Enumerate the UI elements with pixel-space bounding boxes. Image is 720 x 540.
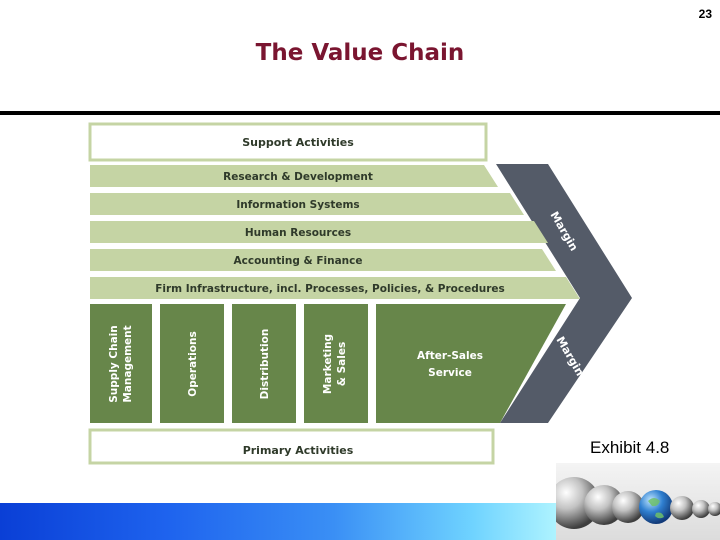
- support-band-information-systems: [90, 193, 524, 215]
- support-band-human-resources: [90, 221, 548, 243]
- primary-block-distribution: [232, 304, 296, 423]
- primary-label-supply-chain-line2: Management: [122, 325, 134, 402]
- support-band-research-development: [90, 165, 498, 187]
- support-label-human-resources: Human Resources: [245, 227, 351, 239]
- primary-activities-header-label: Primary Activities: [243, 444, 354, 457]
- exhibit-label: Exhibit 4.8: [590, 438, 670, 457]
- chrome-sphere-4: [670, 496, 694, 520]
- primary-label-after-sales-line2: Service: [428, 367, 472, 379]
- support-band-accounting-finance: [90, 249, 556, 271]
- primary-label-marketing-line1: Marketing: [322, 334, 334, 394]
- margin-chevron: [496, 164, 632, 423]
- primary-label-marketing-line2: & Sales: [336, 342, 348, 386]
- globe-continents: [648, 498, 664, 519]
- support-activities-header-box: [88, 122, 488, 162]
- page-number: 23: [698, 7, 712, 21]
- support-label-accounting-finance: Accounting & Finance: [234, 255, 363, 267]
- support-label-research-development: Research & Development: [223, 171, 373, 183]
- chrome-sphere-6: [708, 502, 720, 516]
- bottom-gradient-band: [0, 503, 556, 540]
- chrome-sphere-3: [612, 491, 644, 523]
- title-divider: [0, 111, 720, 115]
- primary-activities-header-box: [88, 428, 495, 465]
- slide-title: The Value Chain: [255, 40, 465, 66]
- primary-label-distribution: Distribution: [259, 329, 271, 400]
- primary-label-after-sales-line1: After-Sales: [417, 350, 483, 362]
- primary-label-supply-chain-line1: Supply Chain: [108, 325, 120, 403]
- support-activities-header-label: Support Activities: [242, 136, 354, 149]
- chrome-sphere-5: [692, 500, 710, 518]
- support-label-firm-infrastructure: Firm Infrastructure, incl. Processes, Po…: [155, 283, 505, 295]
- support-label-information-systems: Information Systems: [236, 199, 359, 211]
- support-band-firm-infrastructure: [90, 277, 580, 299]
- chrome-sphere-2: [584, 485, 624, 525]
- primary-label-operations: Operations: [187, 331, 199, 396]
- primary-block-supply-chain-management: [90, 304, 152, 423]
- primary-block-after-sales-service: [376, 304, 566, 423]
- primary-block-marketing-sales: [304, 304, 368, 423]
- decorative-spheres-image: [556, 463, 720, 540]
- primary-block-operations: [160, 304, 224, 423]
- globe-icon: [639, 490, 673, 524]
